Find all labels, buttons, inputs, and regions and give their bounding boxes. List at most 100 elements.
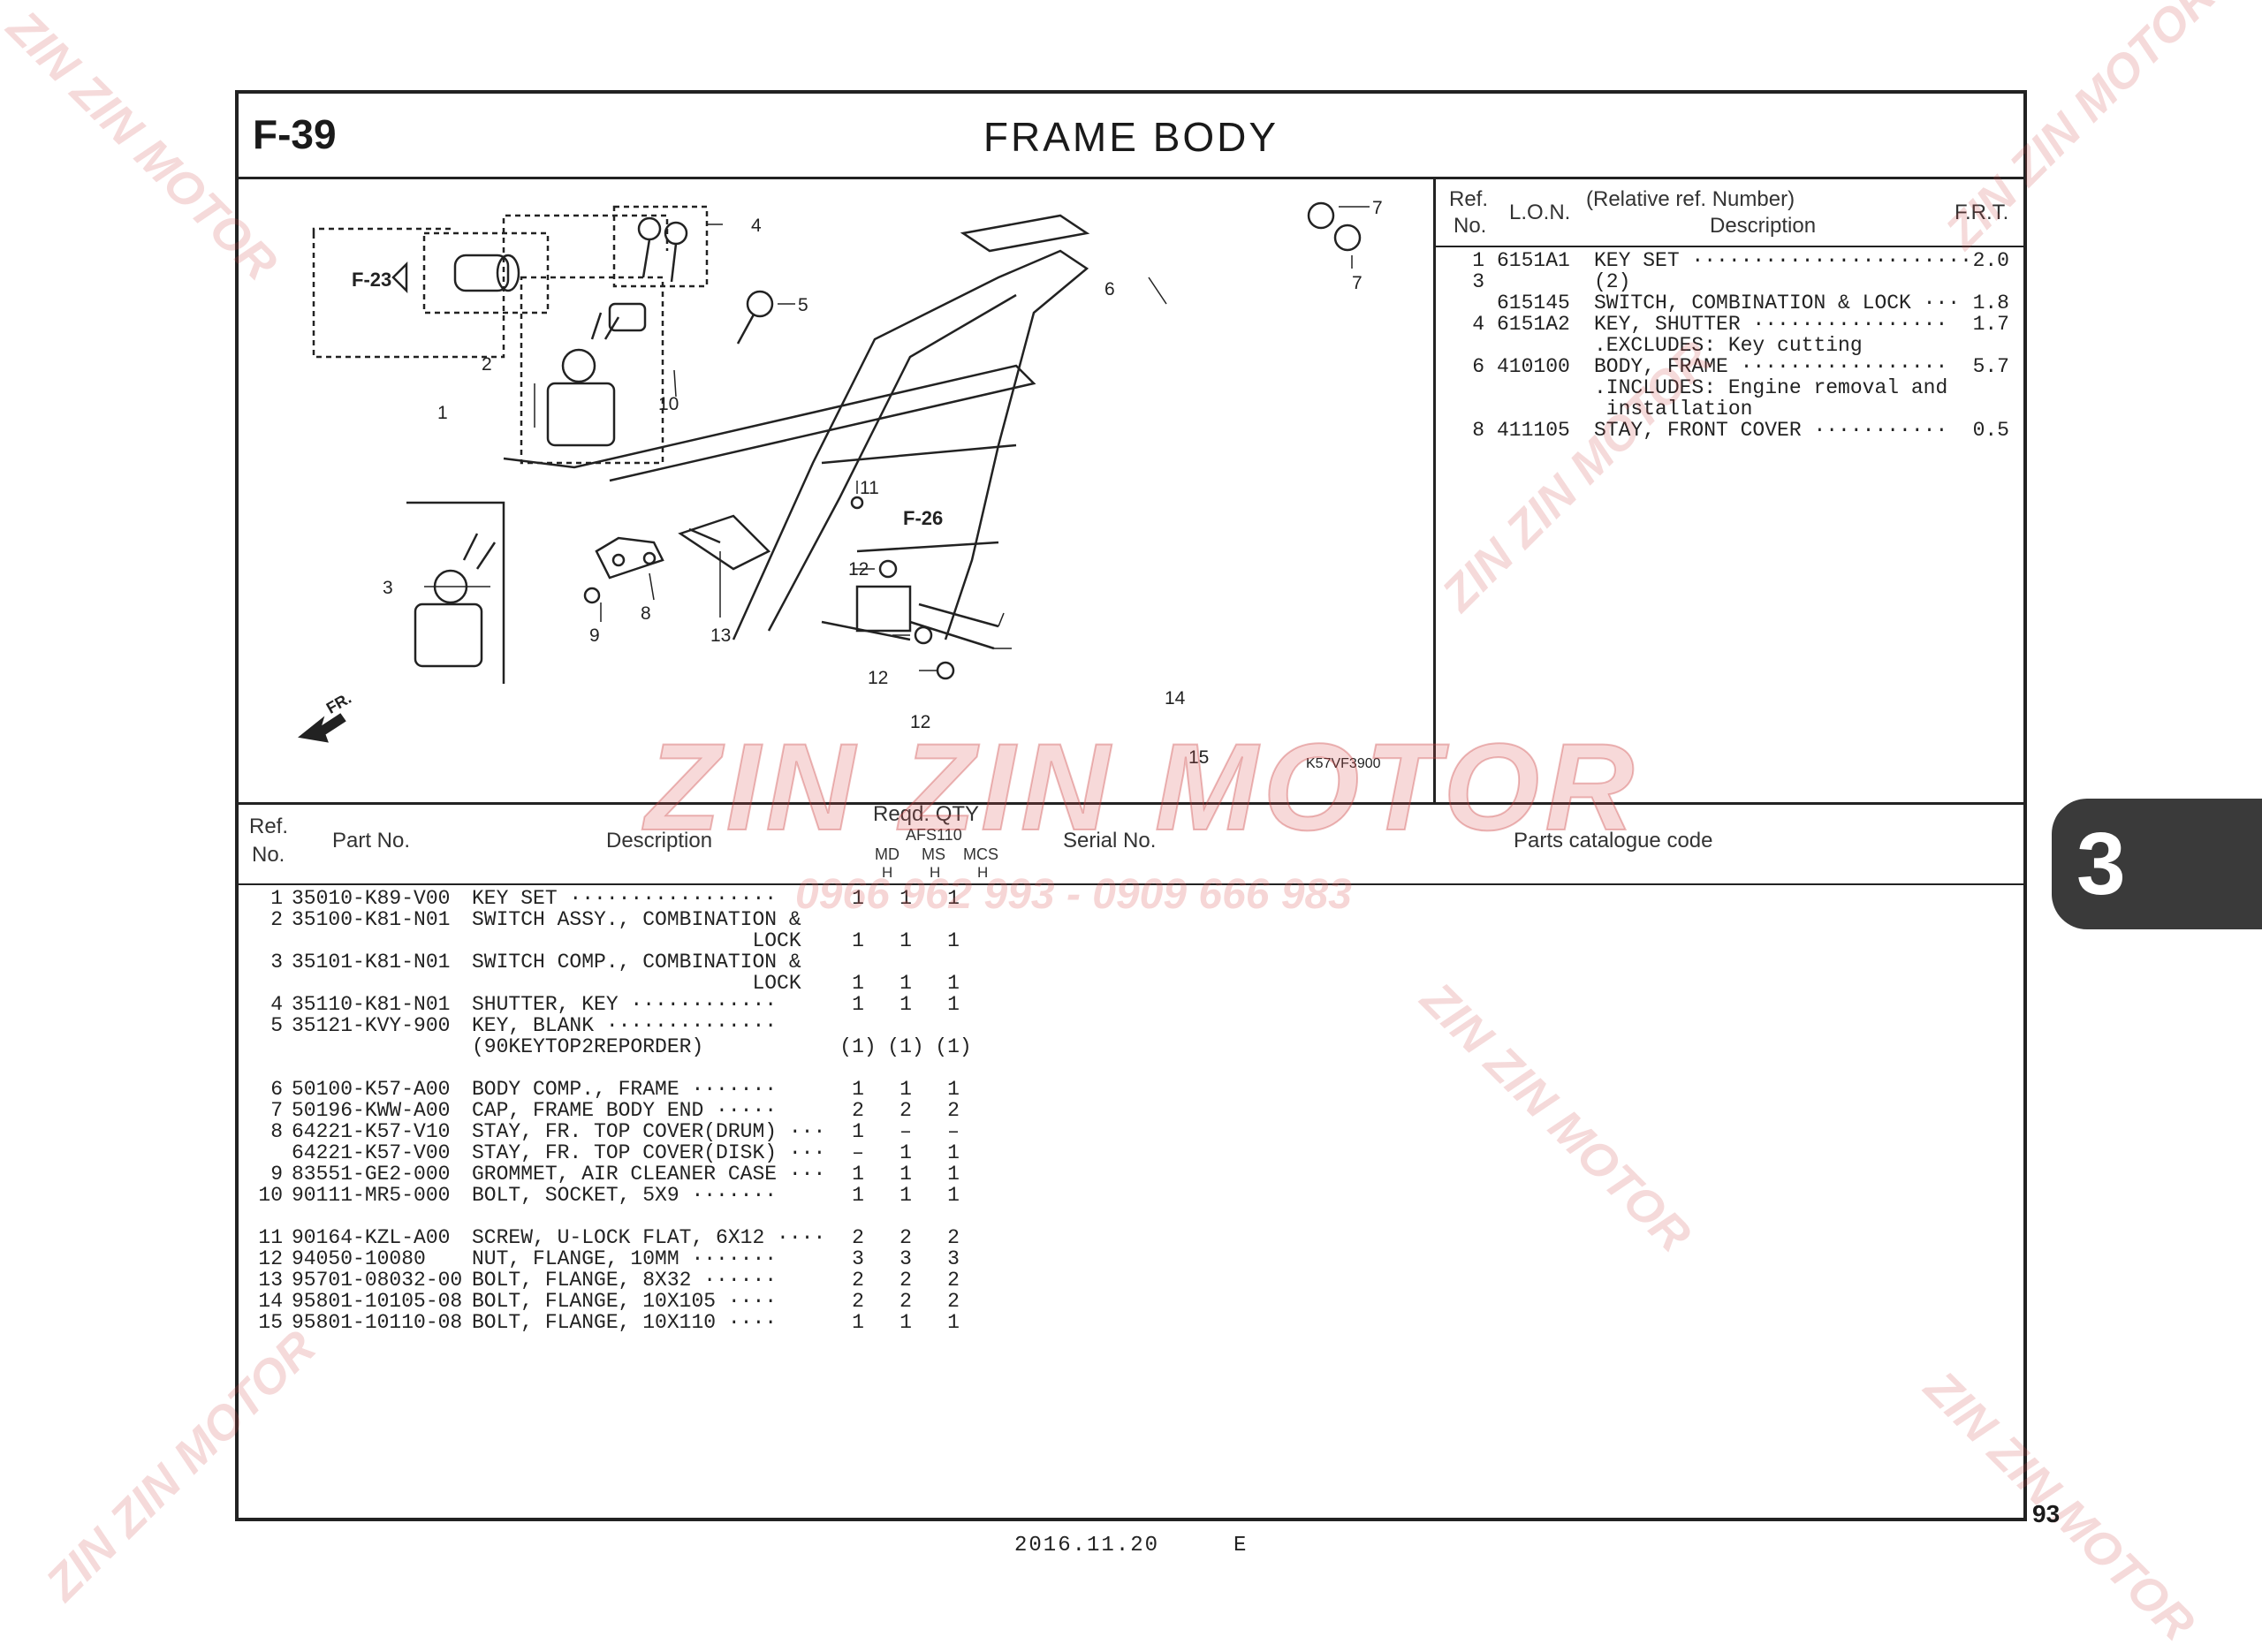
bolt-15 [909, 620, 995, 650]
assembly-box-1 [312, 227, 452, 233]
exploded-parts-diagram: 1 2 3 4 5 6 7 7 8 9 10 11 12 12 12 13 14… [298, 198, 1383, 771]
frt-header-lon: L.O.N. [1509, 201, 1571, 224]
parts-header-serial: Serial No. [1063, 829, 1157, 853]
ref-f23: F-23 [352, 269, 391, 291]
callout-9: 9 [589, 625, 600, 646]
frt-row: 3(2) [1472, 270, 1631, 293]
callout-12a: 12 [848, 559, 869, 580]
section-tab: 3 [2052, 799, 2262, 929]
diagram-table-divider [235, 802, 2027, 805]
parts-header-divider [235, 883, 2027, 885]
parts-header-reqd-qty: Reqd. QTY [873, 802, 980, 826]
switch-assy-box [520, 276, 664, 465]
bolt-14 [918, 602, 999, 628]
figure-number: F-39 [253, 111, 337, 157]
bolt-13 [688, 527, 721, 544]
frt-row: installation [1594, 398, 1753, 421]
f23-ref-arrow [391, 261, 408, 294]
fr-direction-arrow [298, 713, 346, 743]
stay-front-cover-icon [595, 536, 664, 580]
callout-1: 1 [437, 403, 448, 423]
frt-header-divider [1433, 246, 2027, 247]
header-divider [235, 177, 2027, 179]
nut-12a [878, 559, 898, 579]
callout-8: 8 [641, 603, 651, 624]
table-row: (90KEYTOP2REPORDER)(1)(1)(1) [472, 1035, 972, 1058]
frt-row: .INCLUDES: Engine removal and [1594, 376, 1948, 399]
frt-header-description: Description [1710, 214, 1817, 238]
key-cylinder-box [422, 231, 550, 314]
frame-body-icon [503, 214, 1090, 641]
diagram-code: K57VF3900 [1306, 756, 1381, 771]
callout-11: 11 [860, 478, 879, 498]
frt-header-frt: F.R.T. [1955, 201, 2009, 224]
page-number: 93 [2032, 1500, 2061, 1527]
callout-14: 14 [1165, 688, 1186, 709]
page-frame [235, 90, 2027, 1521]
frt-header-ref: Ref. [1449, 187, 1489, 211]
switch-comp-icon [414, 533, 497, 668]
callout-2: 2 [482, 354, 492, 375]
parts-header-part-no: Part No. [332, 829, 411, 853]
screw-11 [850, 496, 864, 510]
callout-13: 13 [710, 625, 731, 646]
callout-3: 3 [383, 578, 393, 598]
parts-header-sub-ms: H [930, 864, 941, 881]
diagram-frt-divider [1433, 177, 1436, 804]
nut-12b [914, 625, 933, 645]
parts-header-variant-ms: MS [922, 845, 945, 863]
parts-header-sub-md: H [882, 864, 893, 881]
callout-7b: 7 [1352, 273, 1363, 293]
parts-header-sub-mcs: H [977, 864, 989, 881]
key-cylinder-icon [453, 254, 520, 292]
page-title: FRAME BODY [983, 114, 1279, 160]
grommet-9 [583, 587, 601, 604]
footer-lang: E [1233, 1534, 1249, 1557]
ref-f26: F-26 [903, 507, 943, 529]
blank-key-icon [736, 290, 774, 345]
parts-header-variant-mcs: MCS [963, 845, 998, 863]
parts-header-variant-md: MD [875, 845, 899, 863]
frt-header-relative: (Relative ref. Number) [1586, 187, 1795, 211]
switch-comp-bracket [406, 501, 505, 684]
parts-header-no: No. [252, 843, 285, 867]
callout-6: 6 [1104, 279, 1115, 299]
callout-7a: 7 [1372, 198, 1383, 218]
nut-12c [936, 661, 955, 680]
callout-15: 15 [1188, 747, 1209, 768]
combination-switch-icon [546, 302, 647, 447]
parts-header-model: AFS110 [906, 826, 962, 844]
callout-10: 10 [658, 394, 679, 414]
parts-header-catalogue: Parts catalogue code [1514, 829, 1713, 853]
callout-5: 5 [798, 295, 808, 315]
frt-header-no: No. [1454, 214, 1487, 238]
footer-date: 2016.11.20 [1014, 1534, 1160, 1557]
frt-row: .EXCLUDES: Key cutting [1594, 334, 1863, 357]
parts-header-ref: Ref. [249, 815, 289, 838]
key-set-icon [637, 216, 688, 283]
key-box [612, 205, 709, 288]
callout-12b: 12 [868, 668, 888, 688]
callout-12c: 12 [910, 712, 930, 732]
end-cap-7a [1307, 201, 1335, 230]
